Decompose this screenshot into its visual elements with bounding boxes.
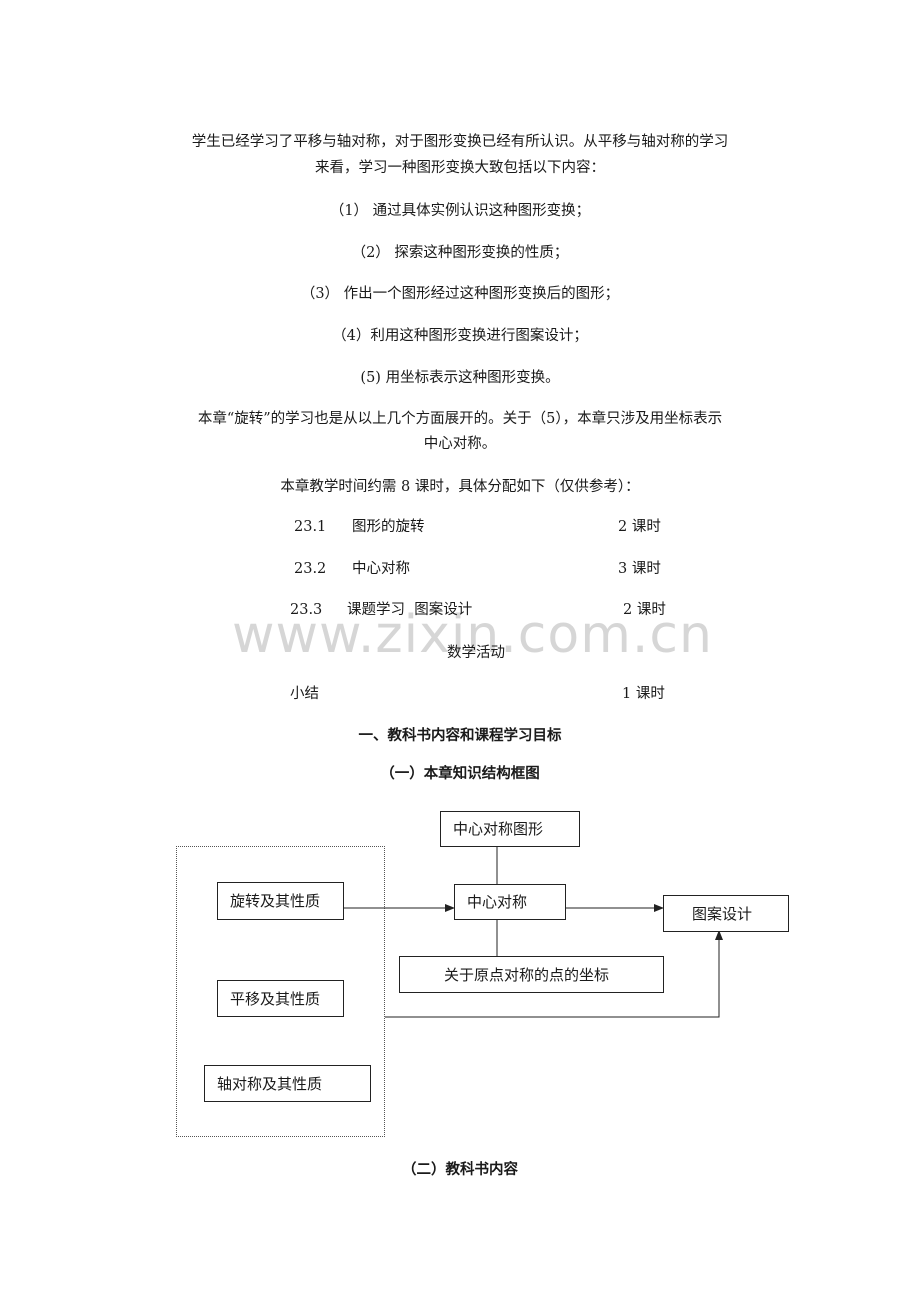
box-axial-symmetry-properties: 轴对称及其性质 xyxy=(204,1065,371,1102)
step-item: （2） 探索这种图形变换的性质； xyxy=(351,245,569,261)
box-central-symmetry: 中心对称 xyxy=(454,884,566,920)
watermark: www.zixin.com.cn xyxy=(232,605,713,665)
schedule-row-title: 图形的旋转 xyxy=(352,519,425,535)
box-translation-properties: 平移及其性质 xyxy=(217,980,344,1017)
subsection-heading: （二）教科书内容 xyxy=(402,1162,518,1178)
schedule-row-hours: 3 课时 xyxy=(618,561,661,577)
box-pattern-design: 图案设计 xyxy=(663,895,789,932)
schedule-row-hours: 2 课时 xyxy=(618,519,661,535)
schedule-intro: 本章教学时间约需 8 课时，具体分配如下（仅供参考）： xyxy=(280,479,640,495)
schedule-row-hours: 2 课时 xyxy=(623,602,666,618)
box-central-symmetric-figure: 中心对称图形 xyxy=(440,811,580,847)
left-group-frame xyxy=(176,846,385,1137)
schedule-row-num: 23.2 xyxy=(294,561,327,577)
intro-line-2: 来看，学习一种图形变换大致包括以下内容： xyxy=(315,160,605,176)
step-item: (5) 用坐标表示这种图形变换。 xyxy=(360,370,560,386)
box-origin-symmetry-coordinates: 关于原点对称的点的坐标 xyxy=(399,956,664,993)
step-item: （1） 通过具体实例认识这种图形变换； xyxy=(329,203,591,219)
schedule-activity: 数学活动 xyxy=(447,645,505,661)
schedule-summary-title: 小结 xyxy=(290,686,319,702)
step-item: （4）利用这种图形变换进行图案设计； xyxy=(332,328,588,344)
schedule-row-num: 23.1 xyxy=(294,519,327,535)
note-line-2: 中心对称。 xyxy=(423,436,497,452)
intro-line-1: 学生已经学习了平移与轴对称，对于图形变换已经有所认识。从平移与轴对称的学习 xyxy=(191,134,729,150)
section-heading: 一、教科书内容和课程学习目标 xyxy=(358,728,562,744)
step-item: （3） 作出一个图形经过这种图形变换后的图形； xyxy=(300,286,620,302)
schedule-summary-hours: 1 课时 xyxy=(622,686,665,702)
arrow-group-to-design xyxy=(385,930,723,1018)
schedule-row-num: 23.3 xyxy=(290,602,323,618)
subsection-heading: （一）本章知识结构框图 xyxy=(380,766,540,782)
box-rotation-properties: 旋转及其性质 xyxy=(217,882,344,920)
note-line-1: 本章“旋转”的学习也是从以上几个方面展开的。关于（5），本章只涉及用坐标表示 xyxy=(197,411,723,427)
schedule-row-title: 中心对称 xyxy=(352,561,410,577)
schedule-row-title: 课题学习 图案设计 xyxy=(347,602,473,618)
